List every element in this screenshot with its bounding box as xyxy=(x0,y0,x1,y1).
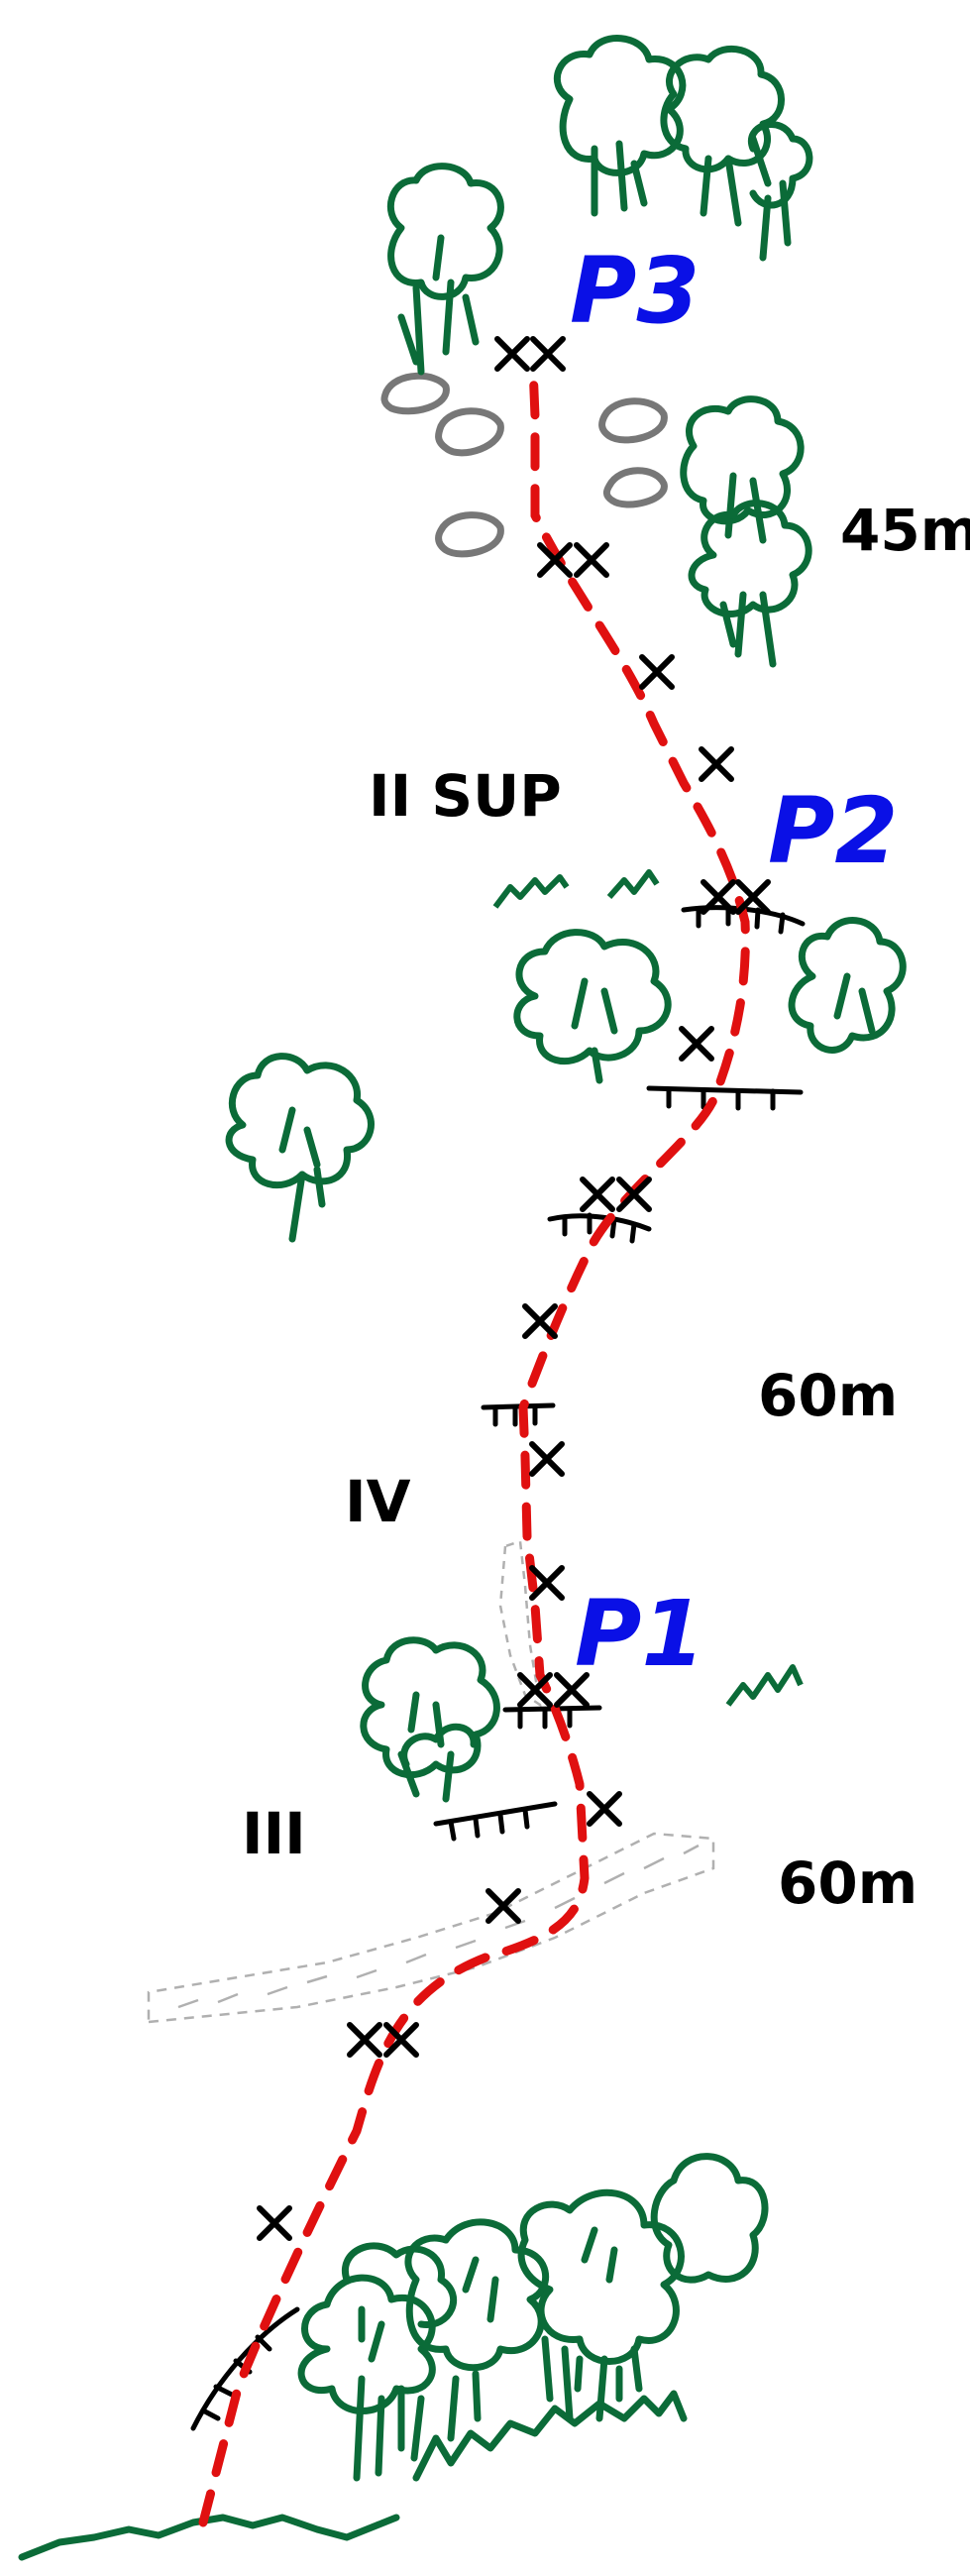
tree-icon xyxy=(404,2218,549,2372)
belay-station-icon xyxy=(580,1176,652,1212)
pitch-label-p2: P2 xyxy=(768,778,898,884)
p2-trees xyxy=(513,917,907,1084)
tree-icon xyxy=(360,1636,500,1803)
bolt-icon xyxy=(529,1565,565,1601)
pitch-label-p3: P3 xyxy=(570,238,700,344)
belay-station-icon xyxy=(701,879,771,915)
undergrowth xyxy=(412,2390,688,2482)
ground-line xyxy=(18,2514,400,2561)
tree-icon xyxy=(517,2188,685,2365)
base-forest xyxy=(297,2153,769,2482)
boulder-icon xyxy=(598,397,668,444)
bolt-icon xyxy=(587,1791,622,1827)
boulders xyxy=(380,372,668,558)
bolt-icon xyxy=(699,746,734,782)
pitch-length-p3: 45m xyxy=(840,497,970,564)
boulder-icon xyxy=(435,407,504,457)
ledge-icon xyxy=(433,1801,558,1842)
bolt-icon xyxy=(485,1888,521,1924)
belay-station-icon xyxy=(347,2022,419,2058)
tree-icon xyxy=(513,929,672,1084)
tree-icon xyxy=(747,121,813,262)
tree-icon xyxy=(400,1723,478,1768)
bolt-icon xyxy=(257,2205,292,2241)
bolt-icon xyxy=(639,654,675,690)
tree-icon xyxy=(650,2153,769,2284)
pitch-length-p2: 60m xyxy=(758,1362,898,1429)
pitch-label-p1: P1 xyxy=(575,1581,704,1687)
boulder-icon xyxy=(602,467,668,508)
belay-station-icon xyxy=(494,336,566,372)
boulder-icon xyxy=(380,372,450,415)
ledge-icon xyxy=(481,1402,556,1427)
boulder-icon xyxy=(435,511,504,558)
scree-icon xyxy=(147,1832,715,2024)
ledge-icon xyxy=(547,1212,652,1244)
bolt-icon xyxy=(522,1303,558,1339)
belay-stations xyxy=(347,336,771,2058)
tree-icon xyxy=(386,163,504,376)
tree-icon xyxy=(788,917,907,1054)
tree-icon xyxy=(341,2242,457,2328)
tree-icon xyxy=(225,1053,375,1243)
ledges xyxy=(433,904,806,1842)
grade-label-2: IV xyxy=(345,1468,411,1535)
top-trees xyxy=(386,35,813,668)
tree-trunks xyxy=(353,2335,643,2482)
ledge-icon xyxy=(190,2306,300,2431)
left-tree xyxy=(225,1053,375,1243)
grade-label-3: II SUP xyxy=(369,762,562,830)
tree-icon xyxy=(688,500,812,668)
route-line xyxy=(198,362,750,2527)
tree-icon xyxy=(297,2274,436,2414)
tree-icon xyxy=(680,395,805,544)
grade-label-1: III xyxy=(242,1800,306,1867)
bolts xyxy=(257,654,734,2241)
ledge-icon xyxy=(681,904,806,935)
scree-icon xyxy=(498,1539,542,1708)
belay-station-icon xyxy=(537,542,609,578)
ledge-icon xyxy=(646,1085,804,1111)
grass-icon xyxy=(492,869,804,1707)
belay-station-icon xyxy=(517,1672,590,1708)
p1-trees xyxy=(360,1636,500,1803)
bolt-icon xyxy=(529,1441,565,1477)
bolt-icon xyxy=(679,1026,714,1062)
pitch-length-p1: 60m xyxy=(778,1849,917,1917)
